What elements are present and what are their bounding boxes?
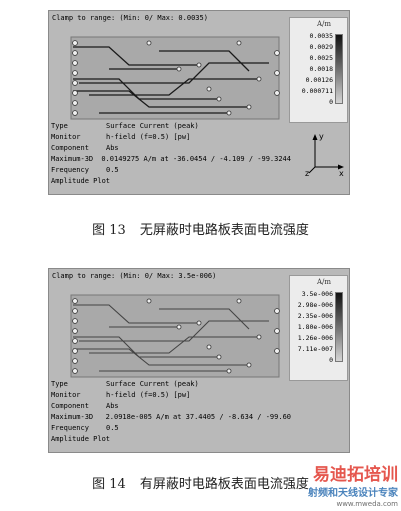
pcb-trace-plot	[70, 294, 280, 378]
legend-value: 0.0035	[309, 32, 333, 40]
caption-text: 有屏蔽时电路板表面电流强度	[139, 477, 309, 492]
info-key: Component	[51, 144, 89, 152]
info-value: 2.0918e-005 A/m at 37.4405 / -8.634 / -9…	[105, 413, 291, 421]
legend-unit: A/m	[317, 20, 332, 28]
info-value: 0.5	[106, 424, 119, 432]
info-value: Abs	[106, 144, 119, 152]
watermark-subtitle: 射频和天线设计专家	[307, 486, 399, 499]
caption-text: 无屏蔽时电路板表面电流强度	[139, 223, 309, 238]
legend-value: 0.00126	[305, 76, 333, 84]
legend-value: 2.35e-006	[297, 312, 333, 320]
axis-y-label: y	[319, 132, 324, 141]
info-key: Maximum-3D	[51, 413, 94, 421]
axis-x-label: x	[339, 169, 344, 177]
legend-value: 0	[329, 356, 333, 364]
info-key: Type	[51, 122, 68, 130]
legend-value: 0.0018	[309, 65, 333, 73]
legend-colorbar	[335, 34, 343, 104]
monitor-info-panel: Type Surface Current (peak) Monitor h-fiel…	[51, 379, 291, 445]
info-key: Maximum-3D	[51, 155, 94, 163]
legend-value: 2.98e-006	[297, 301, 333, 309]
legend-value: 0	[329, 98, 333, 106]
watermark-site: www.mweda.com	[336, 500, 398, 508]
info-key: Amplitude Plot	[51, 435, 111, 443]
legend-value: 1.80e-006	[297, 323, 333, 331]
xyz-axes-icon: y x z	[305, 132, 344, 177]
info-key: Monitor	[51, 391, 81, 399]
info-value: Surface Current (peak)	[106, 380, 199, 388]
info-key: Monitor	[51, 133, 81, 141]
pcb-trace-plot	[70, 36, 280, 120]
legend-value: 1.26e-006	[297, 334, 333, 342]
info-key: Amplitude Plot	[51, 177, 111, 185]
info-key: Frequency	[51, 424, 89, 432]
figure-13-caption: 图 13 无屏蔽时电路板表面电流强度	[0, 219, 401, 238]
watermark-title: 易迪拓培训	[313, 464, 398, 485]
legend-unit: A/m	[317, 278, 332, 286]
axis-z-label: z	[305, 169, 309, 177]
clamp-range-label: Clamp to range: (Min: 0/ Max: 0.0035)	[52, 14, 208, 22]
watermark-logo: 易迪拓培训 射频和天线设计专家 www.mweda.com	[307, 464, 399, 508]
legend-value: 0.000711	[301, 87, 333, 95]
legend-colorbar	[335, 292, 343, 362]
caption-number: 图 13	[92, 223, 126, 238]
clamp-range-label: Clamp to range: (Min: 0/ Max: 3.5e-006)	[52, 272, 217, 280]
info-value: h-field (f=0.5) [pw]	[106, 133, 191, 141]
info-value: h-field (f=0.5) [pw]	[106, 391, 191, 399]
legend-value: 0.0029	[309, 43, 333, 51]
legend-value: 3.5e-006	[301, 290, 333, 298]
info-value: 0.5	[106, 166, 119, 174]
info-value: Abs	[106, 402, 119, 410]
figure-14-surface-current: Clamp to range: (Min: 0/ Max: 3.5e-006) …	[48, 268, 350, 453]
figure-14-caption: 图 14 有屏蔽时电路板表面电流强度	[0, 473, 401, 492]
info-value: 0.0149275 A/m at -36.0454 / -4.109 / -99…	[101, 155, 291, 163]
color-legend: A/m 0.0035 0.0029 0.0025 0.0018 0.00126 …	[289, 17, 348, 123]
info-key: Type	[51, 380, 68, 388]
info-key: Frequency	[51, 166, 89, 174]
monitor-info-panel: Type Surface Current (peak) Monitor h-fiel…	[51, 121, 291, 187]
color-legend: A/m 3.5e-006 2.98e-006 2.35e-006 1.80e-0…	[289, 275, 348, 381]
legend-value: 0.0025	[309, 54, 333, 62]
caption-number: 图 14	[92, 477, 126, 492]
info-value: Surface Current (peak)	[106, 122, 199, 130]
info-key: Component	[51, 402, 89, 410]
figure-13-surface-current: Clamp to range: (Min: 0/ Max: 0.0035) A/…	[48, 10, 350, 195]
legend-value: 7.11e-007	[297, 345, 333, 353]
